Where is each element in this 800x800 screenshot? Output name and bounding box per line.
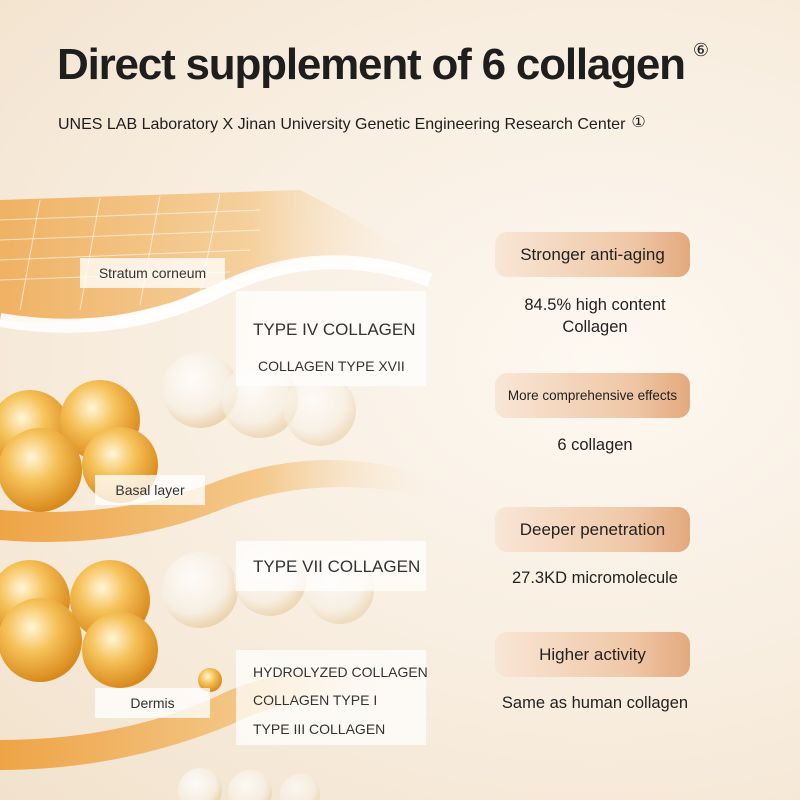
collagen-type-label: HYDROLYZED COLLAGEN <box>253 664 428 680</box>
page-title: Direct supplement of 6 collagen <box>57 40 686 89</box>
collagen-type-label: COLLAGEN TYPE I <box>253 692 378 708</box>
layer-label-basal: Basal layer <box>95 475 205 505</box>
collagen-spheres-upper <box>0 352 356 512</box>
title-row: Direct supplement of 6 collagen ⑥ <box>57 40 709 90</box>
layer-label-dermis: Dermis <box>95 688 210 718</box>
feature-badge-anti-aging: Stronger anti-aging <box>495 232 690 277</box>
collagen-spheres-bottom <box>178 768 320 800</box>
page-subtitle: UNES LAB Laboratory X Jinan University G… <box>58 116 626 133</box>
title-footnote-marker: ⑥ <box>692 40 709 60</box>
feature-desc-activity: Same as human collagen <box>501 694 689 712</box>
stratum-layer <box>0 190 420 323</box>
feature-badge-comprehensive: More comprehensive effects <box>495 373 690 418</box>
layer-label-stratum-corneum: Stratum corneum <box>80 258 225 288</box>
collagen-group-2: TYPE VII COLLAGEN <box>236 541 426 591</box>
feature-desc-comprehensive: 6 collagen <box>557 436 633 454</box>
feature-badge-activity: Higher activity <box>495 632 690 677</box>
collagen-type-label: TYPE VII COLLAGEN <box>253 557 421 576</box>
feature-badge-penetration: Deeper penetration <box>495 507 690 552</box>
feature-desc-penetration: 27.3KD micromolecule <box>512 569 678 587</box>
feature-desc-anti-aging: 84.5% high content Collagen <box>480 294 710 338</box>
skin-layers-illustration <box>0 190 440 800</box>
subtitle-footnote-marker: ① <box>631 114 646 131</box>
subtitle-row: UNES LAB Laboratory X Jinan University G… <box>58 112 646 134</box>
collagen-group-3: HYDROLYZED COLLAGEN COLLAGEN TYPE I TYPE… <box>236 650 428 745</box>
collagen-type-label: TYPE III COLLAGEN <box>253 721 386 737</box>
collagen-group-1: TYPE IV COLLAGEN COLLAGEN TYPE XVII <box>236 291 426 386</box>
collagen-type-label: TYPE IV COLLAGEN <box>253 320 416 339</box>
feature-desc-line: Collagen <box>562 318 628 336</box>
feature-desc-line: 84.5% high content <box>524 296 666 314</box>
collagen-type-label: COLLAGEN TYPE XVII <box>258 358 405 374</box>
basal-layer-band <box>0 460 440 542</box>
